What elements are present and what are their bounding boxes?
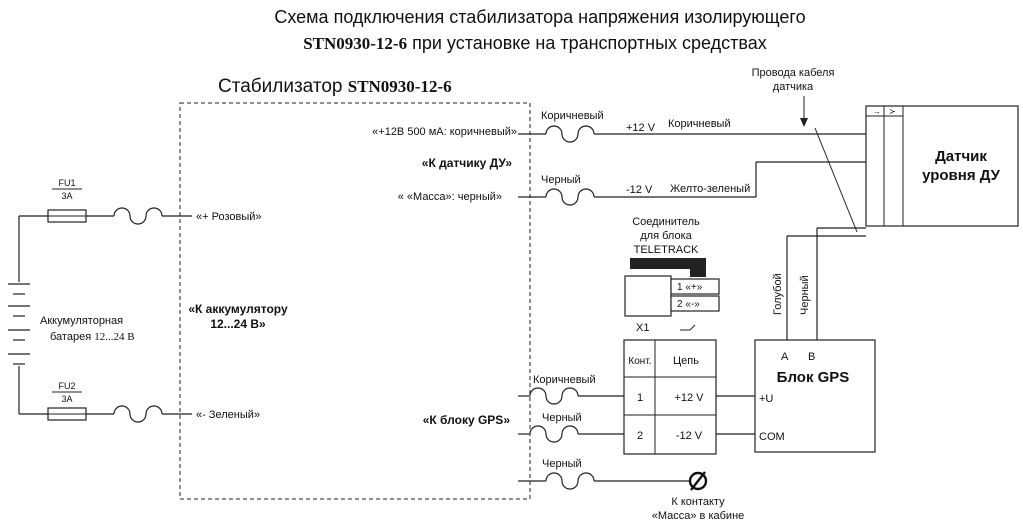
wire-brown-3: Коричневый	[533, 374, 596, 386]
wire-brown-1: Коричневый	[541, 110, 604, 122]
x1-row-2-contact: 2	[637, 430, 643, 442]
title-line-1: Схема подключения стабилизатора напряжен…	[274, 7, 805, 27]
to-gps-label: «К блоку GPS»	[423, 413, 511, 427]
gps-port-a: A	[781, 351, 789, 363]
title-line-2: STN0930-12-6 при установке на транспортн…	[303, 33, 767, 53]
wire-black-3: Черный	[542, 458, 582, 470]
connector-pin-2: 2 «-»	[677, 299, 700, 310]
title-model: STN0930-12-6	[303, 34, 407, 53]
stabilizer-label: Стабилизатор	[218, 76, 348, 97]
x1-row-1-contact: 1	[637, 392, 643, 404]
connector-ref: X1	[636, 322, 649, 334]
connector-label-1: Соединитель	[632, 216, 700, 228]
battery-voltage: 12...24 В	[94, 331, 134, 343]
sensor-block	[865, 105, 1019, 227]
wire-yellow-green: Желто-зеленый	[670, 183, 750, 195]
gps-port-b: B	[808, 351, 815, 363]
term-green-label: «- Зеленый»	[196, 409, 260, 421]
to-battery-label-1: «К аккумулятору	[188, 302, 288, 316]
fuse-fu2-name: FU2	[58, 381, 75, 391]
x1-row-1-circuit: +12 V	[674, 392, 704, 404]
fuse-fu1-rating: 3A	[61, 191, 72, 201]
x1-col-contact: Конт.	[628, 356, 651, 367]
fuse-fu1-name: FU1	[58, 178, 75, 188]
gps-block	[754, 339, 876, 453]
gps-name: Блок GPS	[777, 369, 850, 386]
stabilizer-box	[179, 102, 531, 500]
title-line-2-rest: при установке на транспортных средствах	[407, 33, 767, 53]
wire-brown-2: Коричневый	[668, 118, 731, 130]
to-battery-label-2: 12...24 В»	[210, 317, 266, 331]
gps-port-u: +U	[759, 393, 773, 405]
wire-blue: Голубой	[772, 273, 784, 315]
term-pink-label: «+ Розовый»	[196, 211, 262, 223]
gps-supply-wires	[518, 387, 755, 490]
to-sensor-label: «К датчику ДУ»	[422, 156, 513, 170]
battery-label-1: Аккумуляторная	[40, 315, 123, 327]
term-plus12-label: «+12В 500 мА: коричневый»	[372, 126, 517, 138]
ground-label-1: К контакту	[671, 496, 725, 508]
fuse-fu1	[47, 207, 192, 225]
gps-port-com: COM	[759, 431, 785, 443]
wire-black-1: Черный	[541, 174, 581, 186]
wire-minus12v: -12 V	[626, 184, 653, 196]
battery-circuit	[8, 215, 48, 415]
sensor-pin-1-icon: →	[873, 107, 881, 116]
connector-label-2: для блока	[640, 230, 692, 242]
sensor-wires	[518, 96, 866, 233]
teletrack-connector-icon	[624, 258, 720, 331]
stabilizer-model: STN0930-12-6	[348, 77, 452, 96]
cable-label-2: датчика	[773, 81, 814, 93]
battery-label-word: батарея	[50, 331, 94, 343]
fuse-fu2	[47, 405, 192, 423]
ground-terminal-icon	[688, 471, 708, 491]
cable-label-1: Провода кабеля	[752, 67, 835, 79]
fuse-fu2-rating: 3A	[61, 394, 72, 404]
sensor-name-1: Датчик	[935, 148, 987, 165]
ground-label-2: «Масса» в кабине	[652, 510, 745, 522]
x1-row-2-circuit: -12 V	[676, 430, 703, 442]
wire-black-vert: Черный	[799, 275, 811, 315]
connector-label-3: TELETRACK	[634, 244, 699, 256]
wire-plus12v: +12 V	[626, 122, 656, 134]
sensor-name-2: уровня ДУ	[922, 167, 1001, 184]
battery-label-2: батарея 12...24 В	[50, 331, 135, 343]
connector-pin-1: 1 «+»	[677, 282, 703, 293]
gps-sensor-wires	[786, 227, 866, 340]
sensor-pin-2-icon: ≻	[889, 107, 896, 116]
term-mass-label: « «Масса»: черный»	[398, 191, 502, 203]
wire-black-2: Черный	[542, 412, 582, 424]
x1-col-circuit: Цепь	[673, 355, 699, 367]
x1-table	[623, 339, 717, 455]
stabilizer-title: Стабилизатор STN0930-12-6	[218, 76, 452, 97]
